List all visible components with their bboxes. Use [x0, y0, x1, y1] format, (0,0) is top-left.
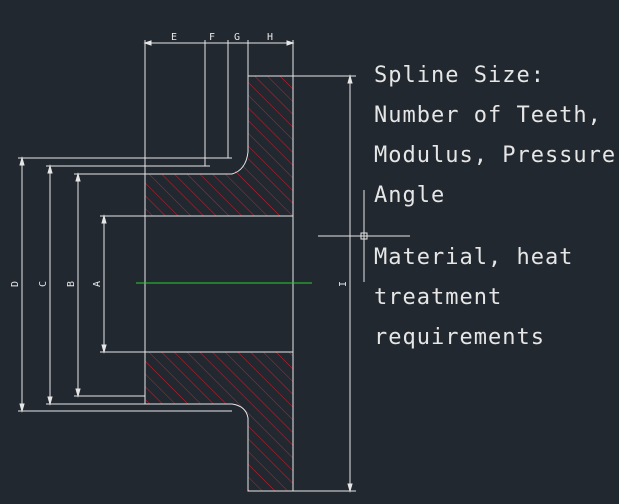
note-leader: [318, 190, 410, 282]
arrow-h-right: [286, 40, 295, 46]
arrow-a-top: [101, 214, 107, 224]
arrow-a-bottom: [101, 344, 107, 354]
note-line: Modulus, Pressure: [374, 143, 617, 168]
note-line: Angle: [374, 183, 446, 208]
outline-upper: [144, 75, 294, 217]
section-hatch: [145, 76, 293, 491]
dim-label-a: A: [92, 281, 103, 287]
note-line: Spline Size:: [374, 63, 545, 88]
arrow-c-bottom: [47, 396, 53, 406]
note-line: Number of Teeth,: [374, 103, 602, 128]
arrow-b-bottom: [75, 388, 81, 398]
note-line: treatment: [374, 285, 503, 310]
hatch-lower: [145, 352, 293, 491]
dim-label-e: E: [171, 32, 177, 43]
dim-label-b: B: [66, 281, 77, 287]
dim-label-h: H: [267, 32, 273, 43]
dim-label-d: D: [10, 281, 21, 287]
spline-size-note: Spline Size: Number of Teeth, Modulus, P…: [374, 56, 616, 216]
material-note: Material, heat treatment requirements: [374, 238, 573, 358]
dimension-lines: [19, 40, 353, 493]
arrow-i-top: [347, 74, 353, 84]
arrow-i-bottom: [347, 483, 353, 493]
arrow-c-top: [47, 164, 53, 174]
dim-label-g: G: [234, 32, 240, 43]
hatch-upper: [145, 76, 293, 216]
dim-label-i: I: [338, 281, 349, 287]
note-line: Material, heat: [374, 245, 574, 270]
extension-lines: [18, 40, 356, 492]
dim-label-c: C: [38, 281, 49, 287]
part-outline: [100, 75, 294, 492]
leader-pickbox: [360, 232, 368, 240]
note-line: requirements: [374, 325, 545, 350]
outline-lower: [144, 351, 294, 492]
arrow-d-bottom: [19, 403, 25, 413]
dim-label-f: F: [209, 32, 215, 43]
arrow-e-left: [143, 40, 152, 46]
arrow-d-top: [19, 156, 25, 166]
arrow-b-top: [75, 172, 81, 182]
dimension-labels: E F G H A B C D I: [10, 32, 349, 287]
